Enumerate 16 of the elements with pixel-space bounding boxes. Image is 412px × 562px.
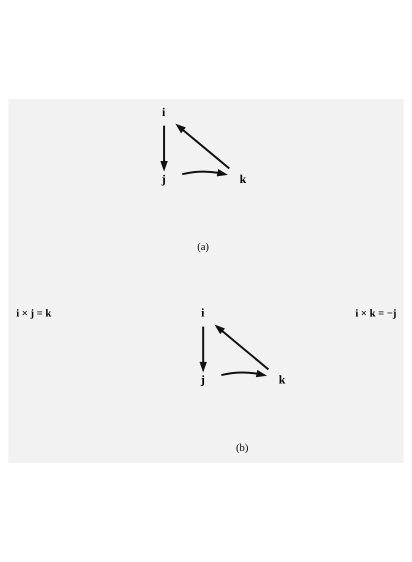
node-text: i <box>162 104 166 119</box>
node-text: k <box>240 172 246 186</box>
node-text: i <box>201 306 205 320</box>
arrow <box>175 124 230 170</box>
label: (a) <box>197 242 209 254</box>
arrow <box>214 324 270 370</box>
arrow <box>199 326 207 372</box>
node-text: j <box>200 372 205 387</box>
node-text: j <box>162 172 166 186</box>
node-text: k <box>278 372 286 387</box>
label: i × j = k <box>16 308 52 320</box>
label: (b) <box>236 442 248 454</box>
label: i × k = −j <box>355 308 396 320</box>
arrow <box>221 370 267 378</box>
arrow <box>160 126 168 172</box>
arrow <box>182 169 228 176</box>
